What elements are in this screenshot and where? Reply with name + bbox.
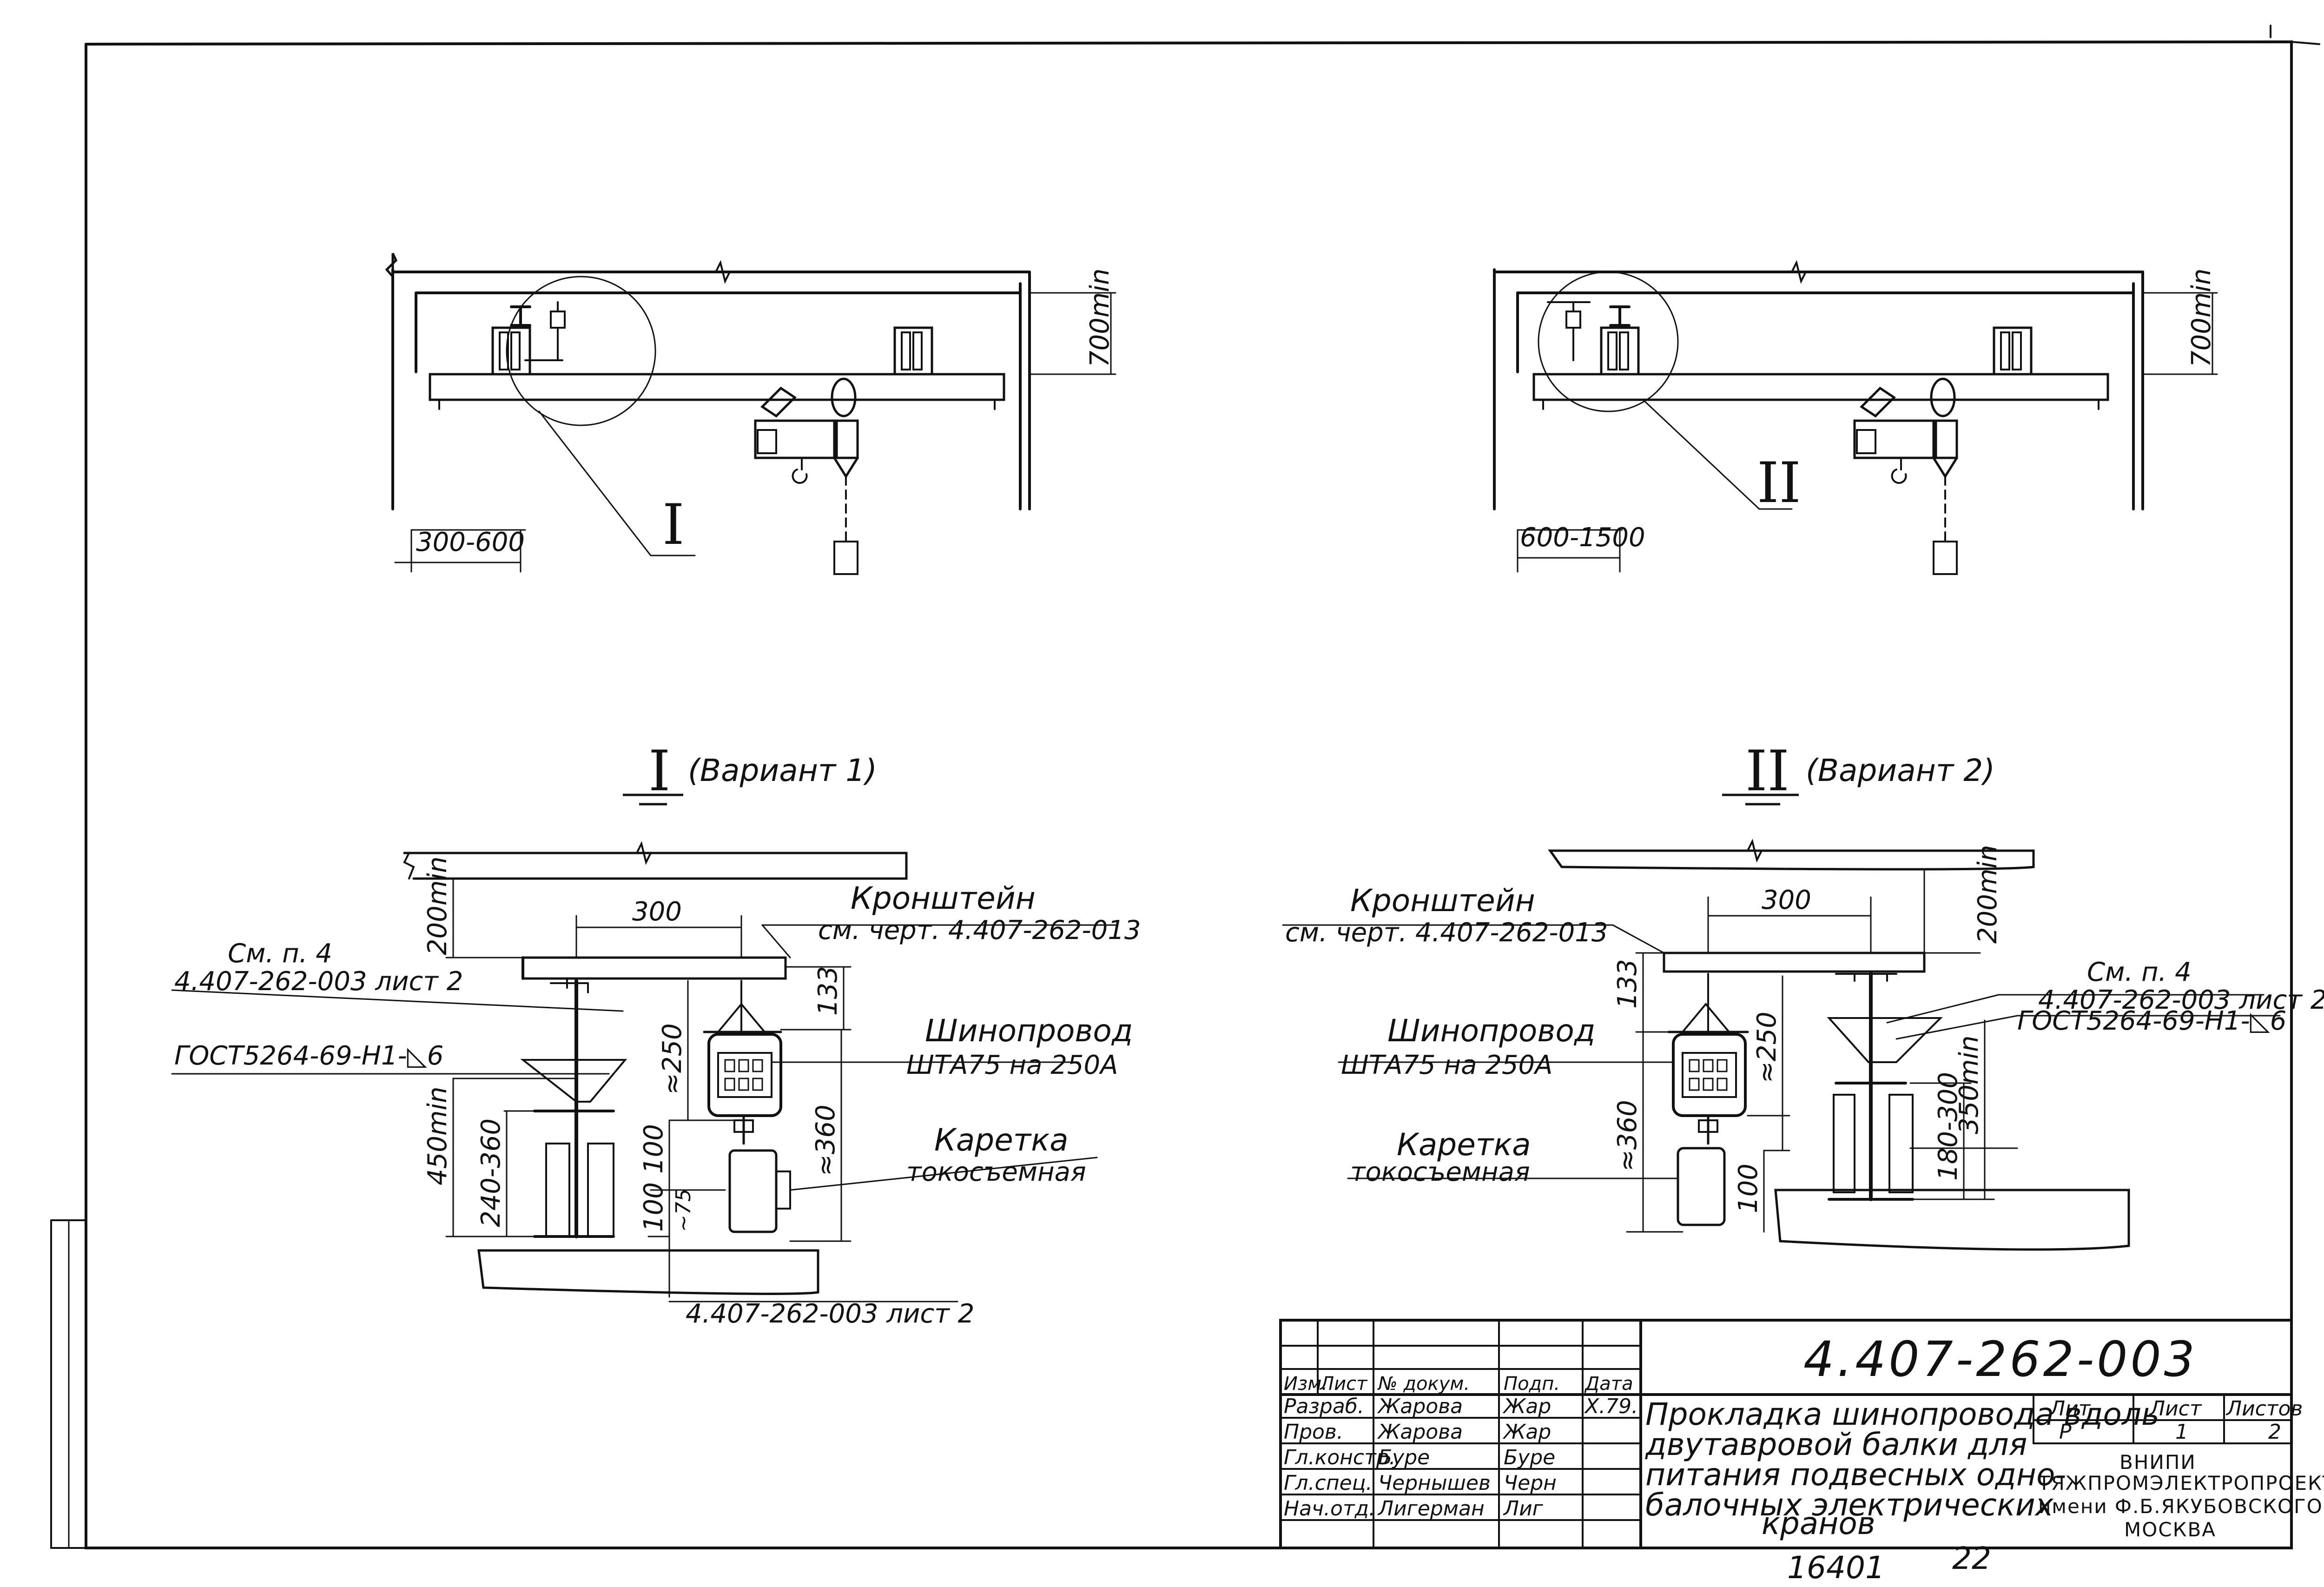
tb-row-name: Буре <box>1378 1446 1430 1469</box>
tb-header-doc: № докум. <box>1377 1373 1470 1395</box>
overview-1-dim-offset: 300-600 <box>416 527 525 557</box>
detail-1-bottom-ref: 4.407-262-003 лист 2 <box>686 1299 974 1329</box>
detail-2-carriage-spec: токосъемная <box>1350 1157 1530 1187</box>
detail-1-dim-small: ~75 <box>672 1189 695 1232</box>
detail-1-dim-133: 133 <box>813 966 843 1016</box>
tb-description-line: балочных электрических <box>1645 1487 2054 1523</box>
detail-1-carriage-title: Каретка <box>934 1122 1069 1158</box>
detail-1-dim-200: 200min <box>423 857 453 956</box>
detail-1-weld: ГОСТ5264-69-Н1-◺6 <box>174 1041 443 1071</box>
detail-2-dim-360: ≈360 <box>1612 1100 1643 1171</box>
tb-org-line: имени Ф.Б.ЯКУБОВСКОГО <box>2038 1495 2323 1518</box>
detail-1-busbar-spec: ШТА75 на 250А <box>906 1050 1118 1080</box>
overview-2-dim-700: 700min <box>2186 269 2217 368</box>
title-block-frame <box>1279 1319 2293 1549</box>
footer-page: 22 <box>1952 1541 1991 1576</box>
tb-org-line: МОСКВА <box>2124 1518 2216 1541</box>
detail-1-title: (Вариант 1) <box>688 753 877 788</box>
detail-2-dim-350: 350min <box>1954 1036 1984 1135</box>
overview-1-dim-700: 700min <box>1085 269 1115 368</box>
tb-header-list: Лист <box>1319 1373 1368 1395</box>
tb-header-izm: Изм. <box>1284 1373 1327 1395</box>
detail-variant-2 <box>1282 839 2281 1251</box>
tb-row-name: Лигерман <box>1377 1497 1485 1521</box>
tb-row-role: Нач.отд. <box>1284 1497 1375 1521</box>
detail-2-dim-200: 200min <box>1973 845 2003 944</box>
tb-description-line: питания подвесных одно- <box>1645 1457 2066 1493</box>
overview-1-callout: I <box>662 493 684 557</box>
tb-row-sign: Черн <box>1504 1471 1557 1495</box>
detail-variant-1 <box>171 841 1116 1303</box>
detail-1-dim-100b: 100 <box>639 1182 669 1232</box>
overview-2-dim-offset: 600-1500 <box>1520 522 1645 553</box>
detail-1-see-title: См. п. 4 <box>228 939 332 969</box>
tb-row-name: Чернышев <box>1378 1471 1491 1495</box>
tb-header-date: Дата <box>1584 1373 1633 1395</box>
footer-number: 16401 <box>1787 1550 1885 1586</box>
detail-1-carriage-spec: токосъемная <box>906 1157 1086 1187</box>
tb-description-line: кранов <box>1762 1506 1875 1541</box>
detail-2-bracket-ref: см. черт. 4.407-262-013 <box>1285 918 1608 948</box>
tb-row-sign: Жар <box>1502 1420 1551 1444</box>
tb-row-date: X.79. <box>1584 1395 1638 1418</box>
detail-1-dim-300: 300 <box>632 897 682 927</box>
tb-row-name: Жарова <box>1377 1395 1463 1418</box>
detail-2-bracket-title: Кронштейн <box>1350 883 1535 919</box>
detail-2-see-ref: 4.407-262-003 лист 2 <box>2038 985 2324 1015</box>
detail-2-dim-180: 180-300 <box>1933 1072 1963 1181</box>
tb-org-line: ТЯЖПРОМЭЛЕКТРОПРОЕКТ <box>2038 1472 2324 1494</box>
detail-2-dim-133: 133 <box>1612 959 1643 1009</box>
tb-row-role: Гл.спец. <box>1284 1471 1373 1495</box>
tb-sheet-label: Лист <box>2149 1397 2202 1421</box>
overview-2-callout: II <box>1757 451 1801 516</box>
detail-2-busbar-spec: ШТА75 на 250А <box>1341 1050 1552 1080</box>
tb-row-role: Разраб. <box>1284 1395 1364 1418</box>
overview-variant-2 <box>1493 260 2218 575</box>
overview-variant-1 <box>385 252 1116 575</box>
tb-lit-label: Лит <box>2049 1397 2091 1421</box>
detail-2-title: (Вариант 2) <box>1806 753 1995 788</box>
detail-2-dim-100: 100 <box>1733 1164 1763 1213</box>
tb-row-name: Жарова <box>1377 1420 1463 1444</box>
tb-header-sign: Подп. <box>1504 1373 1560 1395</box>
detail-1-see-ref: 4.407-262-003 лист 2 <box>174 966 463 997</box>
tb-sheets-value: 2 <box>2268 1420 2281 1444</box>
detail-1-dim-360: ≈360 <box>811 1104 841 1176</box>
detail-2-dim-250: ≈250 <box>1752 1012 1782 1083</box>
tb-lit-value: Р <box>2059 1420 2072 1444</box>
tb-row-sign: Буре <box>1504 1446 1555 1469</box>
tb-description-line: двутавровой балки для <box>1645 1427 2027 1462</box>
tb-row-sign: Лиг <box>1503 1497 1544 1521</box>
tb-sheets-label: Листов <box>2225 1397 2303 1421</box>
document-code: 4.407-262-003 <box>1803 1331 2198 1388</box>
detail-1-bracket-title: Кронштейн <box>851 880 1036 916</box>
detail-1-bracket-ref: см. черт. 4.407-262-013 <box>818 915 1141 946</box>
detail-2-carriage-title: Каретка <box>1397 1127 1531 1163</box>
detail-1-dim-100a: 100 <box>639 1124 669 1174</box>
detail-2-see-title: См. п. 4 <box>2087 957 2192 987</box>
detail-2-roman: II <box>1745 739 1789 804</box>
tb-sheet-value: 1 <box>2175 1420 2188 1444</box>
detail-1-dim-450: 450min <box>423 1087 453 1186</box>
detail-2-dim-300: 300 <box>1762 885 1811 915</box>
detail-2-weld-visible: ГОСТ5264-69-Н1-◺6 <box>2017 1006 2286 1036</box>
detail-1-roman: I <box>648 739 670 804</box>
tb-row-role: Гл.констр. <box>1284 1446 1396 1469</box>
detail-1-busbar-title: Шинопровод <box>925 1013 1133 1049</box>
detail-1-dim-240: 240-360 <box>476 1118 506 1227</box>
tb-org-line: ВНИПИ <box>2119 1451 2196 1474</box>
detail-1-dim-250: ≈250 <box>657 1023 687 1095</box>
tb-row-sign: Жар <box>1502 1395 1551 1418</box>
tb-description-line: Прокладка шинопровода вдоль <box>1645 1396 2159 1432</box>
tb-row-role: Пров. <box>1284 1420 1343 1444</box>
detail-2-busbar-title: Шинопровод <box>1387 1013 1595 1049</box>
